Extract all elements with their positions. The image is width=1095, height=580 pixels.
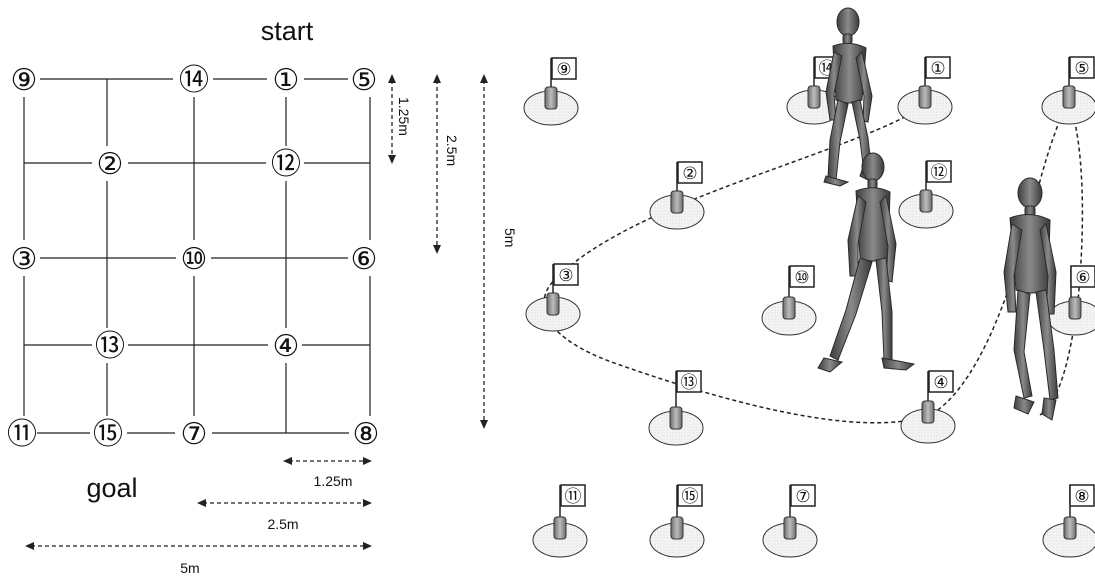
grid-node-labels: ⑨ ⑭ ① ⑤ ② ⑫ ③ ⑩ ⑥ ⑬ ④ ⑪ ⑮ ⑦ ⑧ <box>7 63 379 452</box>
marker-10-flag: ⑩ <box>794 268 809 288</box>
walking-figure-3 <box>1003 177 1059 421</box>
marker-6-flag: ⑥ <box>1075 268 1090 288</box>
walking-figure-2 <box>817 152 916 373</box>
path-route-a <box>543 99 1069 424</box>
marker-15-flag: ⑮ <box>682 487 699 507</box>
marker-10: ⑩ <box>761 265 817 336</box>
node-9: ⑨ <box>11 63 38 98</box>
dim-vertical-125: 1.25m <box>396 97 412 136</box>
marker-9: ⑨ <box>523 57 579 126</box>
dim-horizontal-5: 5m <box>180 560 199 576</box>
node-15: ⑮ <box>93 417 123 452</box>
node-6: ⑥ <box>351 242 378 277</box>
marker-2: ② <box>649 161 705 230</box>
goal-label: goal <box>86 473 137 503</box>
marker-2-flag: ② <box>682 164 697 184</box>
marker-7: ⑦ <box>762 484 818 558</box>
marker-9-flag: ⑨ <box>556 60 571 80</box>
node-12: ⑫ <box>271 147 301 182</box>
course-scene: ⑨ ⑭ ① ⑤ ② <box>523 7 1095 558</box>
marker-11-flag: ⑪ <box>565 487 582 507</box>
marker-5: ⑤ <box>1041 56 1095 125</box>
marker-1: ① <box>897 56 953 125</box>
node-3: ③ <box>11 242 38 277</box>
node-14: ⑭ <box>179 63 209 98</box>
dim-horizontal-25: 2.5m <box>267 516 298 532</box>
marker-15: ⑮ <box>649 484 705 558</box>
horizontal-dimensions <box>25 457 372 550</box>
marker-5-flag: ⑤ <box>1074 59 1089 79</box>
marker-3: ③ <box>525 263 581 332</box>
node-5: ⑤ <box>351 63 378 98</box>
start-label: start <box>261 16 314 46</box>
marker-4: ④ <box>900 370 956 444</box>
marker-13-flag: ⑬ <box>681 373 698 393</box>
node-1: ① <box>273 63 300 98</box>
marker-6: ⑥ <box>1047 265 1095 336</box>
node-8: ⑧ <box>353 417 380 452</box>
dim-horizontal-125: 1.25m <box>314 473 353 489</box>
marker-1-flag: ① <box>930 59 945 79</box>
dim-vertical-25: 2.5m <box>444 135 460 166</box>
marker-13: ⑬ <box>648 370 704 446</box>
vertical-dimensions <box>388 74 488 429</box>
marker-7-flag: ⑦ <box>795 487 810 507</box>
marker-3-flag: ③ <box>558 266 573 286</box>
marker-12-flag: ⑫ <box>931 163 948 183</box>
marker-8: ⑧ <box>1042 484 1095 558</box>
marker-12: ⑫ <box>898 160 954 229</box>
marker-4-flag: ④ <box>933 373 948 393</box>
node-13: ⑬ <box>95 329 125 364</box>
node-11: ⑪ <box>7 417 37 452</box>
walking-paths <box>543 99 1084 424</box>
dim-vertical-5: 5m <box>502 228 518 247</box>
marker-11: ⑪ <box>532 484 588 558</box>
node-7: ⑦ <box>181 417 208 452</box>
node-4: ④ <box>273 329 300 364</box>
grid-lines <box>23 78 371 434</box>
grid-schematic: start goal <box>7 16 518 576</box>
node-2: ② <box>97 147 124 182</box>
marker-8-flag: ⑧ <box>1074 487 1089 507</box>
node-10: ⑩ <box>181 242 208 277</box>
